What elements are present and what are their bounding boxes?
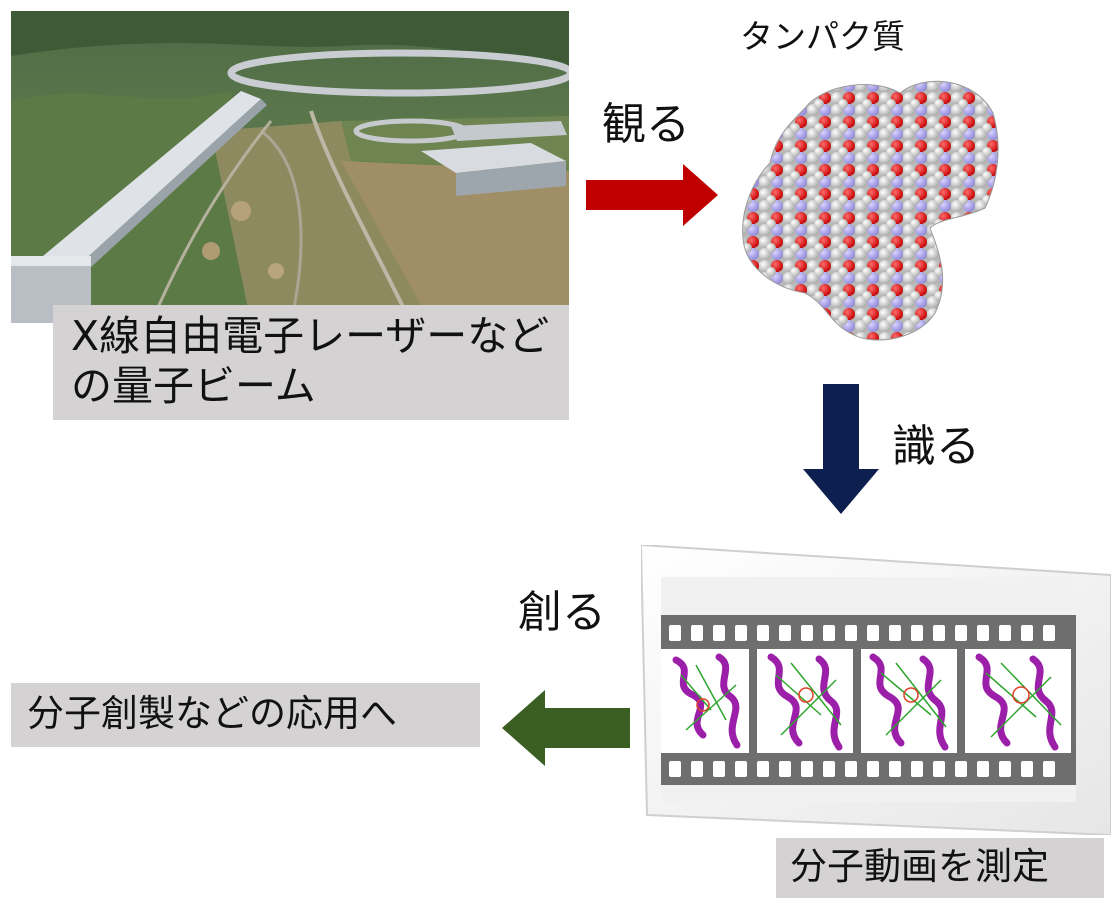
molecular-movie-panel <box>639 543 1112 837</box>
movie-caption-box: 分子動画を測定 <box>776 838 1104 898</box>
step-understand-label: 識る <box>892 421 980 472</box>
facility-caption-line1: X線自由電子レーザーなど <box>71 312 550 360</box>
movie-caption: 分子動画を測定 <box>790 845 1049 888</box>
facility-caption-line2: の量子ビーム <box>71 362 316 410</box>
arrow-down-navy-icon <box>803 384 879 514</box>
protein-space-filling-image <box>742 80 999 341</box>
facility-caption-box: X線自由電子レーザーなど の量子ビーム <box>53 305 569 420</box>
protein-label: タンパク質 <box>740 17 905 56</box>
arrow-left-green-icon <box>502 690 630 766</box>
facility-aerial-image <box>11 11 569 323</box>
arrow-right-red-icon <box>586 164 718 226</box>
application-caption: 分子創製などの応用へ <box>27 692 397 735</box>
film-strip-image <box>639 543 1112 837</box>
step-create-label: 創る <box>518 587 606 638</box>
step-observe-label: 観る <box>602 99 690 150</box>
application-caption-box: 分子創製などの応用へ <box>11 683 480 747</box>
facility-photo <box>11 11 569 323</box>
